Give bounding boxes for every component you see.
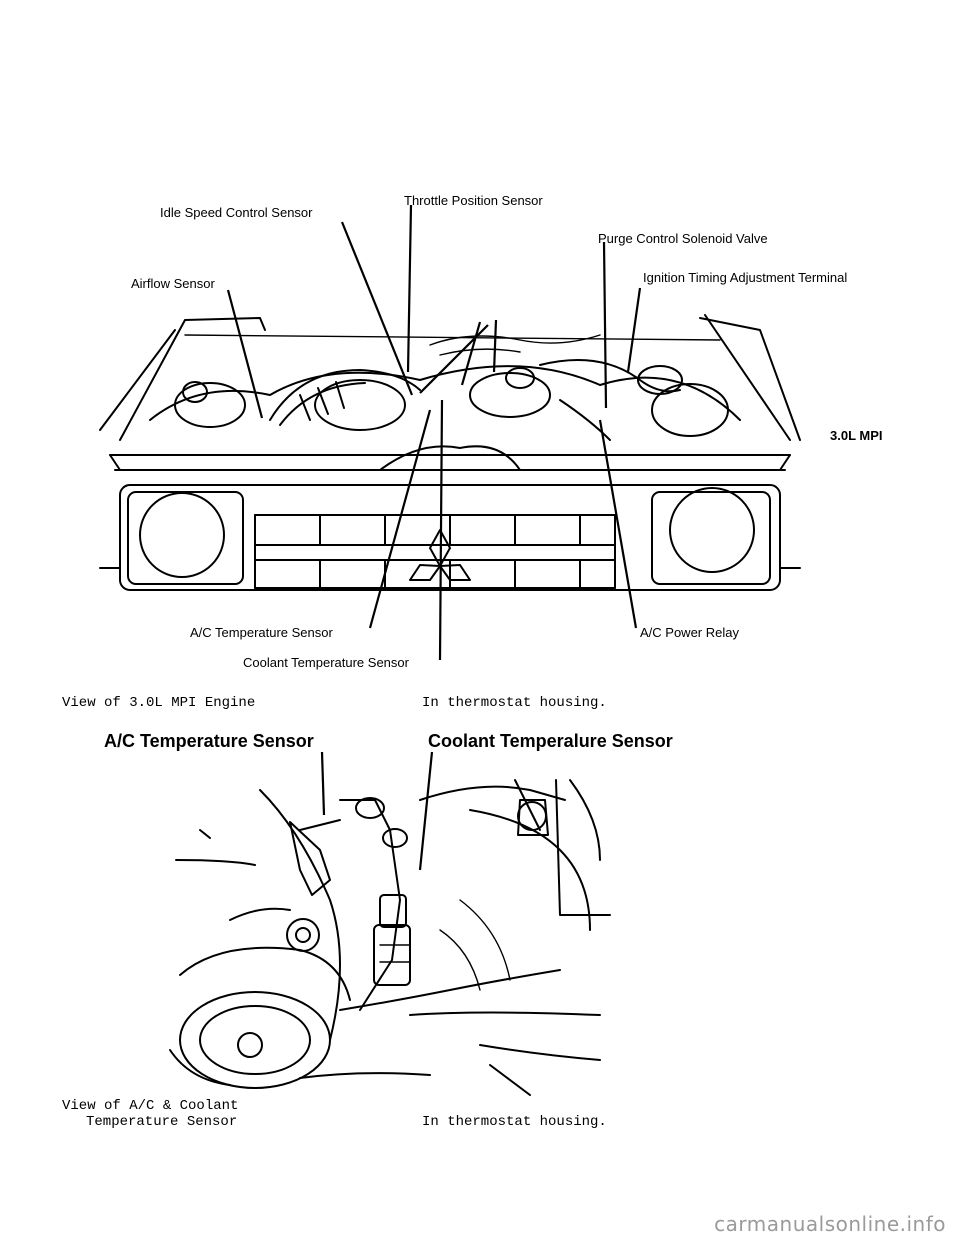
engine-illustration bbox=[99, 204, 801, 661]
label-ac-temperature-sensor-closeup: A/C Temperature Sensor bbox=[104, 731, 314, 751]
caption-sensor-view-line1: View of A/C & Coolant bbox=[62, 1098, 239, 1114]
label-throttle-position-sensor: Throttle Position Sensor bbox=[404, 193, 543, 208]
caption-thermostat-housing: In thermostat housing. bbox=[422, 695, 607, 711]
caption-thermostat-housing-2: In thermostat housing. bbox=[422, 1114, 607, 1130]
label-ignition-timing-terminal: Ignition Timing Adjustment Terminal bbox=[643, 270, 848, 285]
site-watermark: carmanualsonline.info bbox=[714, 1212, 946, 1236]
caption-sensor-view-line2: Temperature Sensor bbox=[86, 1114, 238, 1130]
label-coolant-temperature-sensor-closeup: Coolant Temperalure Sensor bbox=[428, 731, 673, 751]
label-idle-speed-control-sensor: Idle Speed Control Sensor bbox=[160, 205, 313, 220]
caption-engine-view: View of 3.0L MPI Engine bbox=[62, 695, 256, 711]
label-engine-type: 3.0L MPI bbox=[830, 428, 883, 443]
label-ac-temperature-sensor: A/C Temperature Sensor bbox=[190, 625, 333, 640]
label-ac-power-relay: A/C Power Relay bbox=[640, 625, 739, 640]
label-airflow-sensor: Airflow Sensor bbox=[131, 276, 215, 291]
label-purge-control-solenoid-valve: Purge Control Solenoid Valve bbox=[598, 231, 768, 246]
label-coolant-temperature-sensor: Coolant Temperature Sensor bbox=[243, 655, 409, 670]
